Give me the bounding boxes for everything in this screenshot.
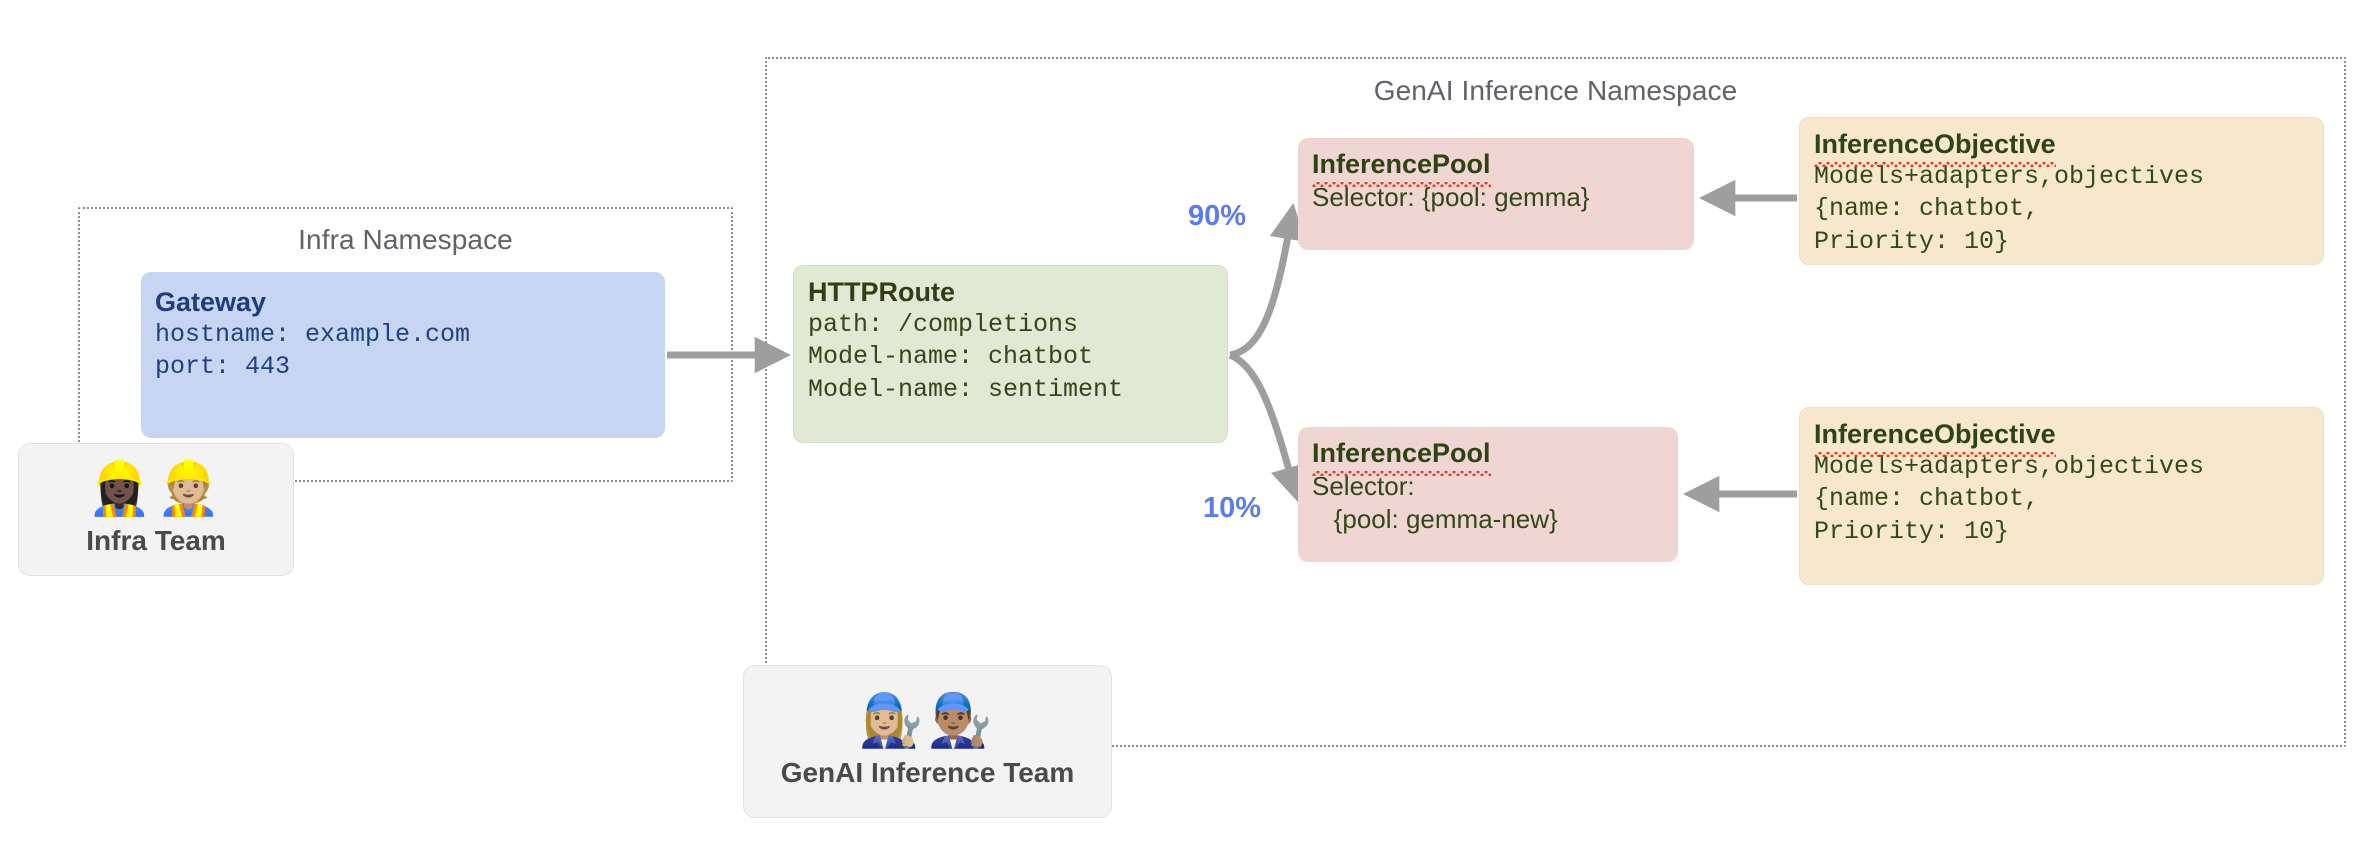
spellcheck-squiggle-icon: InferencePool: [1312, 438, 1491, 476]
node-gateway[interactable]: Gateway hostname: example.com port: 443: [141, 272, 665, 438]
edge-label-90-percent: 90%: [1188, 200, 1247, 232]
node-inferenceobjective-top-title: InferenceObjective: [1814, 128, 2309, 167]
team-card-genai-label: GenAI Inference Team: [780, 756, 1075, 788]
node-inferenceobjective-bottom-priority: Priority: 10}: [1814, 516, 2010, 546]
node-inferenceobjective-top-priority: Priority: 10}: [1814, 226, 2010, 256]
node-httproute-model-chatbot: Model-name: chatbot: [808, 342, 1094, 372]
namespace-infra: [78, 207, 733, 482]
spellcheck-squiggle-icon: InferenceObjective: [1814, 129, 2056, 167]
namespace-infra-title: Infra Namespace: [298, 224, 513, 255]
node-inferencepool-gemma[interactable]: InferencePool Selector: {pool: gemma}: [1298, 138, 1694, 250]
node-inferencepool-gemma-selector: Selector: {pool: gemma}: [1312, 181, 1590, 212]
node-inferencepool-gemma-new[interactable]: InferencePool Selector: {pool: gemma-new…: [1298, 427, 1678, 562]
node-gateway-hostname: hostname: example.com: [155, 319, 471, 349]
node-httproute-path: path: /completions: [808, 309, 1079, 339]
node-inferenceobjective-top[interactable]: InferenceObjective Models+adapters,objec…: [1799, 117, 2324, 265]
node-inferenceobjective-top-name: {name: chatbot,: [1814, 194, 2040, 224]
edge-label-10-percent: 10%: [1203, 492, 1262, 524]
spellcheck-squiggle-icon: InferenceObjective: [1814, 419, 2056, 457]
node-inferenceobjective-bottom[interactable]: InferenceObjective Models+adapters,objec…: [1799, 407, 2324, 585]
construction-worker-icon: 👷🏿‍♀️👷🏼: [87, 458, 225, 519]
node-inferenceobjective-bottom-title: InferenceObjective: [1814, 418, 2309, 457]
node-httproute-title: HTTPRoute: [808, 277, 955, 307]
node-httproute[interactable]: HTTPRoute path: /completions Model-name:…: [793, 265, 1228, 443]
spellcheck-squiggle-icon: InferencePool: [1312, 149, 1491, 187]
team-card-infra[interactable]: 👷🏿‍♀️👷🏼 Infra Team: [18, 443, 294, 576]
namespace-genai-title: GenAI Inference Namespace: [1373, 75, 1738, 106]
node-inferenceobjective-bottom-name: {name: chatbot,: [1814, 484, 2040, 514]
node-inferencepool-gemma-title: InferencePool: [1312, 148, 1680, 187]
namespace-genai: [765, 57, 2346, 747]
team-card-infra-label: Infra Team: [86, 524, 226, 556]
node-inferencepool-gemma-new-title: InferencePool: [1312, 437, 1664, 476]
node-httproute-model-sentiment: Model-name: sentiment: [808, 374, 1124, 404]
node-inferencepool-gemma-new-selector-label: Selector:: [1312, 470, 1415, 501]
node-gateway-port: port: 443: [155, 352, 291, 382]
node-inferencepool-gemma-new-selector-value: {pool: gemma-new}: [1312, 503, 1558, 534]
mechanic-icon: 👩🏼‍🔧👨🏽‍🔧: [858, 690, 997, 751]
team-card-genai[interactable]: 👩🏼‍🔧👨🏽‍🔧 GenAI Inference Team: [743, 665, 1112, 818]
node-gateway-title: Gateway: [155, 287, 267, 317]
